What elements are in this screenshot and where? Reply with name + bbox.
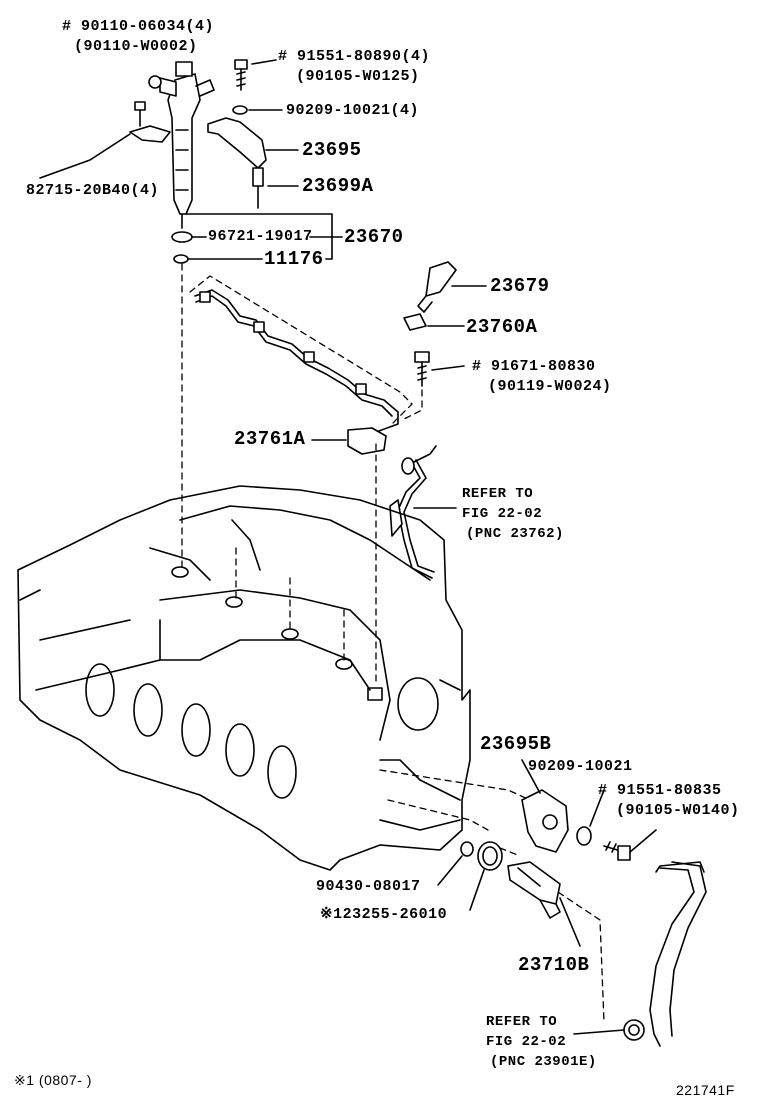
oring-123255 bbox=[477, 841, 503, 871]
label-fig-22-02-1: FIG 22-02 bbox=[462, 506, 543, 522]
label-clamp-23695: 23695 bbox=[302, 139, 362, 161]
label-washer-90209-10021-lower: 90209-10021 bbox=[528, 758, 633, 775]
label-bolt-91671-80830: # 91671-80830 bbox=[472, 358, 596, 375]
label-fig-22-02-2: FIG 22-02 bbox=[486, 1034, 567, 1050]
label-refer-to-2: REFER TO bbox=[486, 1014, 558, 1030]
label-oring-123255-26010: ※123255-26010 bbox=[320, 906, 448, 923]
washer-90209-lower bbox=[576, 826, 592, 846]
sensor-23710b bbox=[507, 861, 581, 947]
label-seal-90430-08017: 90430-08017 bbox=[316, 878, 421, 895]
label-bolt-90119-w0024: (90119-W0024) bbox=[488, 378, 612, 395]
label-pnc-23901e: (PNC 23901E) bbox=[490, 1054, 597, 1070]
clamp-23695 bbox=[207, 117, 267, 169]
footnote: ※1 (0807- ) bbox=[14, 1072, 92, 1088]
clip-23760a bbox=[403, 313, 427, 331]
label-injector-23670: 23670 bbox=[344, 226, 404, 248]
pressure-sensor-23679 bbox=[417, 261, 487, 313]
label-clip-23760a: 23760A bbox=[466, 316, 538, 338]
label-sensor-23679: 23679 bbox=[490, 275, 550, 297]
label-stud-23699a: 23699A bbox=[302, 175, 374, 197]
gasket-11176 bbox=[173, 254, 189, 264]
label-bolt-91551-80835: # 91551-80835 bbox=[598, 782, 722, 799]
label-bolt-90105-w0140: (90105-W0140) bbox=[616, 802, 740, 819]
clamp-82715 bbox=[129, 125, 171, 143]
bolt-91551-top bbox=[234, 59, 277, 91]
injector bbox=[148, 61, 215, 229]
label-pnc-23762: (PNC 23762) bbox=[466, 526, 564, 542]
label-clamp-82715-20b40: 82715-20B40(4) bbox=[26, 182, 160, 199]
o-ring-96721 bbox=[171, 231, 193, 243]
engine-block bbox=[17, 485, 471, 871]
bolt-91671 bbox=[414, 351, 465, 387]
label-gasket-11176: 11176 bbox=[264, 248, 324, 270]
fuel-pipe bbox=[194, 289, 399, 433]
washer-90209 bbox=[232, 105, 248, 115]
label-rail-23761a: 23761A bbox=[234, 428, 306, 450]
label-washer-90209-10021: 90209-10021(4) bbox=[286, 102, 420, 119]
bolt-90110 bbox=[134, 101, 146, 127]
label-bolt-90105-w0125: (90105-W0125) bbox=[296, 68, 420, 85]
bracket-23695b bbox=[521, 789, 569, 853]
stud-23699a bbox=[252, 167, 299, 209]
rail-23761a bbox=[347, 427, 387, 455]
label-bolt-91551-80890: # 91551-80890(4) bbox=[278, 48, 431, 65]
label-bracket-23695b: 23695B bbox=[480, 733, 552, 755]
hose-23901e bbox=[649, 867, 695, 1047]
label-sensor-23710b: 23710B bbox=[518, 954, 590, 976]
seal-90430 bbox=[460, 841, 474, 857]
label-bolt-90110-06034: # 90110-06034(4) bbox=[62, 18, 215, 35]
label-bolt-90110-w0002: (90110-W0002) bbox=[74, 38, 198, 55]
label-oring-96721-19017: 96721-19017 bbox=[208, 228, 313, 245]
label-refer-to-1: REFER TO bbox=[462, 486, 534, 502]
figure-id: 221741F bbox=[676, 1082, 735, 1098]
bolt-91551-lower bbox=[603, 829, 657, 861]
